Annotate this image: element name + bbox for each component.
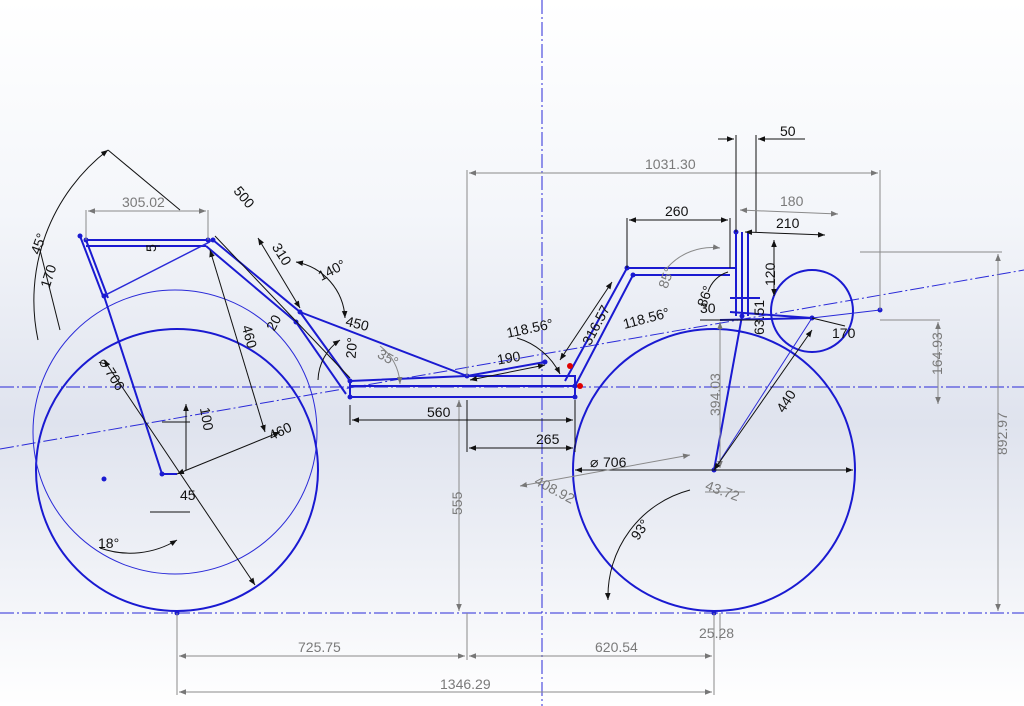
svg-text:20: 20 <box>263 312 285 333</box>
svg-text:892.97: 892.97 <box>994 412 1010 455</box>
rear-wheel[interactable] <box>35 328 319 612</box>
dimension-lines <box>39 135 1002 695</box>
svg-text:440: 440 <box>773 387 799 415</box>
svg-text:620.54: 620.54 <box>595 639 638 655</box>
svg-text:560: 560 <box>427 404 451 420</box>
svg-text:45: 45 <box>180 487 196 503</box>
svg-text:394.03: 394.03 <box>707 373 723 416</box>
svg-text:170: 170 <box>832 325 856 341</box>
svg-text:555: 555 <box>449 491 465 515</box>
svg-text:450: 450 <box>344 313 371 334</box>
svg-text:310: 310 <box>269 240 295 268</box>
svg-text:1346.29: 1346.29 <box>440 676 491 692</box>
frame-geometry[interactable] <box>79 232 881 475</box>
svg-text:18°: 18° <box>98 535 119 551</box>
svg-text:20°: 20° <box>342 337 360 359</box>
svg-text:1031.30: 1031.30 <box>645 156 696 172</box>
svg-text:408.92: 408.92 <box>532 472 578 506</box>
svg-text:500: 500 <box>231 183 258 211</box>
svg-text:170: 170 <box>37 262 60 289</box>
svg-text:86°: 86° <box>694 284 716 309</box>
svg-text:85°: 85° <box>655 265 677 290</box>
svg-text:180: 180 <box>780 193 804 209</box>
svg-text:260: 260 <box>665 203 689 219</box>
svg-text:120: 120 <box>762 262 778 286</box>
svg-text:210: 210 <box>776 215 800 231</box>
svg-text:30: 30 <box>700 300 716 316</box>
svg-text:164.93: 164.93 <box>929 332 945 375</box>
svg-text:118.56°: 118.56° <box>621 304 671 332</box>
angle-arcs <box>33 149 729 601</box>
svg-text:50: 50 <box>780 123 796 139</box>
svg-text:460: 460 <box>266 419 294 443</box>
svg-text:43.72: 43.72 <box>703 477 742 504</box>
svg-text:305.02: 305.02 <box>122 194 165 210</box>
svg-text:725.75: 725.75 <box>298 639 341 655</box>
svg-text:118.56°: 118.56° <box>505 315 555 341</box>
svg-text:100: 100 <box>197 406 217 432</box>
dimension-labels: 305.02 500 45° 170 5 310 140° 20 460 450… <box>27 123 1010 692</box>
steering-circle[interactable] <box>770 269 854 353</box>
svg-text:706: 706 <box>102 365 128 393</box>
svg-text:706: 706 <box>603 454 627 470</box>
svg-text:93°: 93° <box>627 516 652 543</box>
svg-text:45°: 45° <box>27 231 49 256</box>
svg-text:190: 190 <box>496 348 522 368</box>
sketch-points <box>77 229 883 616</box>
svg-text:460: 460 <box>239 323 261 350</box>
svg-text:140°: 140° <box>315 256 348 284</box>
svg-text:25.28: 25.28 <box>699 625 734 641</box>
inclined-centerline <box>0 269 1024 450</box>
svg-text:5: 5 <box>143 244 159 252</box>
svg-text:265: 265 <box>536 431 560 447</box>
svg-text:63.51: 63.51 <box>751 300 767 335</box>
svg-text:⌀: ⌀ <box>590 454 598 470</box>
